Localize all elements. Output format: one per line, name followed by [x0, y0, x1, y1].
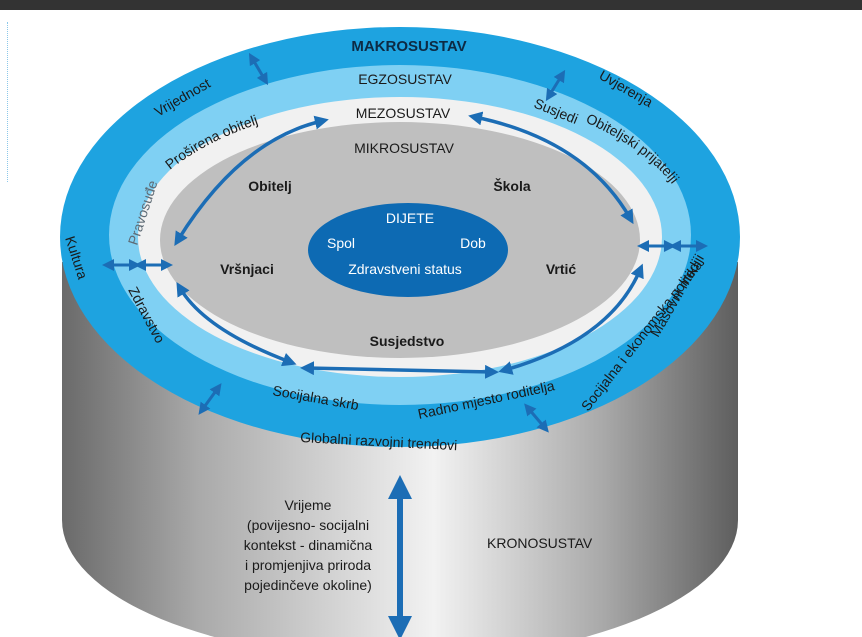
arrow-vrsnjaci-susjedstvo — [176, 281, 297, 367]
egzosustav-title: EGZOSUSTAV — [358, 71, 452, 87]
arrow-skola-mediji — [468, 111, 634, 225]
mikro-obitelj: Obitelj — [248, 178, 292, 194]
arrow-obitelj-vrsnjaci — [174, 115, 329, 246]
mikro-vrtic: Vrtić — [546, 261, 577, 277]
mikrosustav-title: MIKROSUSTAV — [354, 140, 454, 156]
krono-line-5: pojedinčeve okoline) — [244, 577, 372, 593]
dijete-center — [308, 203, 508, 297]
krono-line-3: kontekst - dinamična — [244, 537, 373, 553]
left-edge-line — [7, 22, 9, 182]
makrosustav-title: MAKROSUSTAV — [351, 38, 466, 55]
arrow-bottom-horizontal — [300, 361, 499, 379]
krono-line-1: Vrijeme — [285, 497, 332, 513]
dijete-dob: Dob — [460, 235, 486, 251]
arrow-bottom-left — [198, 383, 222, 415]
mikro-skola: Škola — [493, 177, 531, 194]
mezosustav-arrows — [174, 111, 644, 379]
arrow-bottom-right — [524, 403, 549, 433]
arrow-top-left — [248, 52, 269, 86]
mikro-vrsnjaci: Vršnjaci — [220, 261, 274, 277]
krono-line-2: (povijesno- socijalni — [247, 517, 369, 533]
ring-arrows — [102, 52, 708, 433]
top-bar — [0, 0, 862, 10]
arrow-top-right — [545, 69, 566, 102]
krono-description: Vrijeme (povijesno- socijalni kontekst -… — [244, 497, 373, 593]
arrow-vrtic-susjedstvo — [498, 263, 644, 375]
dijete-spol: Spol — [327, 235, 355, 251]
kronosustav-title: KRONOSUSTAV — [487, 535, 593, 551]
mikro-susjedstvo: Susjedstvo — [370, 333, 445, 349]
dijete-zdravstveni-status: Zdravstveni status — [348, 261, 462, 277]
mezosustav-title: MEZOSUSTAV — [356, 105, 451, 121]
krono-line-4: i promjenjiva priroda — [245, 557, 371, 573]
dijete-title: DIJETE — [386, 210, 434, 226]
